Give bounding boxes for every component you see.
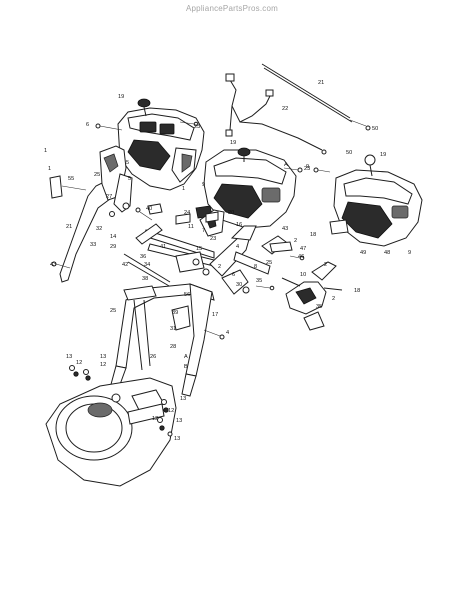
callout: 6: [232, 272, 235, 278]
callout: 5: [128, 176, 131, 182]
callout: 47: [300, 246, 306, 252]
auger-housing[interactable]: [45, 377, 177, 487]
callout: 2: [324, 262, 327, 268]
callout: 16: [236, 222, 242, 228]
callout: 33: [90, 242, 96, 248]
callout: 20: [228, 210, 234, 216]
callout: 2: [218, 264, 221, 270]
chute-crank-right[interactable]: [281, 261, 343, 331]
callout: 39: [172, 310, 178, 316]
callout: 14: [110, 234, 116, 240]
watermark-text: AppliancePartsPros.com: [186, 4, 278, 13]
callout: 21: [66, 224, 72, 230]
callout: A: [284, 162, 288, 168]
callout: 23: [304, 166, 310, 172]
callout: 28: [170, 344, 176, 350]
callout: 46: [298, 254, 304, 260]
cable-21[interactable]: [261, 63, 371, 131]
callout: 49: [360, 250, 366, 256]
callout: 18: [354, 288, 360, 294]
callout: 35: [256, 278, 262, 284]
callout: 19: [118, 94, 124, 100]
callout: 35: [316, 304, 322, 310]
callout: 6: [86, 122, 89, 128]
callout: 13: [66, 354, 72, 360]
callout: 4: [226, 330, 229, 336]
callout: 25: [266, 260, 272, 266]
callout: 1: [44, 148, 47, 154]
callout: 15: [196, 246, 202, 252]
callout: 12: [152, 416, 158, 422]
callout: 24: [184, 210, 190, 216]
callout: 40: [146, 206, 152, 212]
callout: 18: [310, 232, 316, 238]
fastener-stack-left[interactable]: [69, 365, 91, 381]
callout: 43: [282, 226, 288, 232]
callout: A: [184, 354, 188, 360]
callout: 13: [174, 436, 180, 442]
callout: 5: [126, 160, 129, 166]
callout: 29: [110, 244, 116, 250]
callout: 25: [110, 308, 116, 314]
callout: 2: [294, 238, 297, 244]
callout: 9: [306, 164, 309, 170]
callout: 1: [182, 186, 185, 192]
callout: 22: [282, 106, 288, 112]
callout: 13: [180, 396, 186, 402]
dash-panel-upper-left[interactable]: [95, 98, 205, 191]
callout: 42: [122, 262, 128, 268]
control-handle-right[interactable]: [209, 225, 293, 295]
callout: 1: [48, 166, 51, 172]
callout: B: [184, 364, 188, 370]
callout: 21: [318, 80, 324, 86]
callout: 10: [300, 272, 306, 278]
callout: 41: [160, 244, 166, 250]
callout: 56: [184, 292, 190, 298]
callout: 34: [144, 262, 150, 268]
callout: 12: [100, 362, 106, 368]
callout: 27: [106, 194, 112, 200]
callout: 17: [212, 312, 218, 318]
callout: 48: [384, 250, 390, 256]
upper-handle-left[interactable]: [49, 145, 133, 283]
callout: 30: [236, 282, 242, 288]
callout: 9: [408, 250, 411, 256]
dash-panel-right[interactable]: [329, 154, 423, 247]
callout: 23: [210, 236, 216, 242]
callout: 55: [68, 176, 74, 182]
callout: 9: [202, 182, 205, 188]
callout-labels: 1 1 1 19 6 23 21 22 50 19 50 19 55 25 5 …: [44, 80, 411, 442]
callout: 26: [150, 354, 156, 360]
callout: 11: [188, 224, 194, 230]
callout: 19: [230, 140, 236, 146]
wire-harness-22[interactable]: [225, 73, 327, 155]
callout: 12: [168, 408, 174, 414]
callout: 2: [332, 296, 335, 302]
callout: 31: [170, 326, 176, 332]
dash-panel-center[interactable]: [195, 147, 303, 229]
misc-hardware: [51, 167, 331, 269]
callout: 7: [202, 228, 205, 234]
main-handle[interactable]: [109, 283, 225, 397]
callout: 12: [76, 360, 82, 366]
callout: 25: [94, 172, 100, 178]
callout: 13: [100, 354, 106, 360]
callout: 8: [254, 264, 257, 270]
callout: 23: [194, 124, 200, 130]
callout: 38: [142, 276, 148, 282]
callout: 36: [140, 254, 146, 260]
callout: 4: [236, 244, 239, 250]
callout: 13: [176, 418, 182, 424]
callout: 50: [372, 126, 378, 132]
callout: 50: [346, 150, 352, 156]
callout: 43: [50, 262, 56, 268]
fastener-stack-right[interactable]: [157, 399, 173, 437]
callout: 32: [96, 226, 102, 232]
callout: 19: [380, 152, 386, 158]
